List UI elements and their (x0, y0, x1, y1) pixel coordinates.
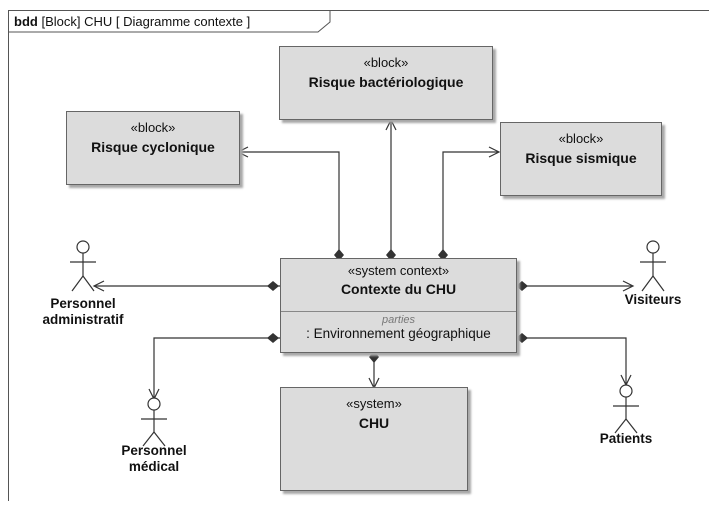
actor-admin-label[interactable]: Personnel administratif (28, 296, 138, 328)
actor-medical-icon (141, 397, 167, 447)
block-name: Risque bactériologique (308, 74, 464, 90)
actor-visiteurs-label[interactable]: Visiteurs (608, 292, 698, 308)
part-environnement: : Environnement géographique (306, 326, 491, 341)
block-name: Risque cyclonique (91, 139, 215, 155)
frame-title: [Block] CHU [ Diagramme contexte ] (41, 14, 251, 29)
block-risque-cyclonique[interactable]: «block» Risque cyclonique (66, 111, 240, 185)
arrow-head (488, 146, 501, 158)
arrow-head (622, 280, 635, 292)
block-name: Contexte du CHU (340, 281, 457, 297)
block-risque-bacteriologique[interactable]: «block» Risque bactériologique (279, 46, 493, 120)
actor-visiteurs-icon (640, 240, 666, 292)
arrow-head (92, 280, 105, 292)
arrow-head (385, 118, 397, 131)
actor-admin-icon (70, 240, 96, 292)
connector-sismique (442, 151, 498, 250)
block-stereotype: «block» (558, 131, 604, 146)
composition-diamond (516, 281, 528, 291)
block-stereotype: «system» (346, 396, 402, 411)
block-stereotype: «system context» (347, 263, 450, 278)
block-chu[interactable]: «system» CHU (280, 387, 468, 491)
block-risque-sismique[interactable]: «block» Risque sismique (500, 122, 662, 196)
block-contexte-du-chu[interactable]: «system context» Contexte du CHU parties… (280, 258, 517, 353)
frame-header: bdd [Block] CHU [ Diagramme contexte ] (14, 14, 250, 29)
actor-label-line: administratif (42, 312, 124, 327)
actor-label-line: Personnel (121, 443, 187, 458)
actor-medical-label[interactable]: Personnel médical (99, 443, 209, 475)
parts-compartment: parties : Environnement géographique (281, 311, 516, 341)
frame-kind: bdd (14, 14, 38, 29)
composition-diamond (267, 333, 279, 343)
actor-label-line: médical (128, 459, 180, 474)
composition-diamond (267, 281, 279, 291)
block-name: CHU (358, 415, 390, 431)
diagram-frame (8, 10, 709, 501)
parts-keyword: parties (381, 314, 416, 326)
composition-diamond (369, 351, 379, 363)
connector-cyclone (239, 151, 340, 250)
composition-diamond (516, 333, 528, 343)
actor-patients-label[interactable]: Patients (581, 431, 671, 447)
block-stereotype: «block» (130, 120, 176, 135)
actor-label-line: Patients (599, 431, 653, 446)
actor-label-line: Personnel (50, 296, 116, 311)
actor-label-line: Visiteurs (624, 292, 682, 307)
connector-medical (153, 337, 280, 398)
block-name: Risque sismique (525, 150, 637, 166)
connector-patients (515, 337, 627, 384)
frame-tab-outline (8, 10, 331, 33)
actor-patients-icon (613, 384, 639, 434)
block-stereotype: «block» (363, 55, 409, 70)
